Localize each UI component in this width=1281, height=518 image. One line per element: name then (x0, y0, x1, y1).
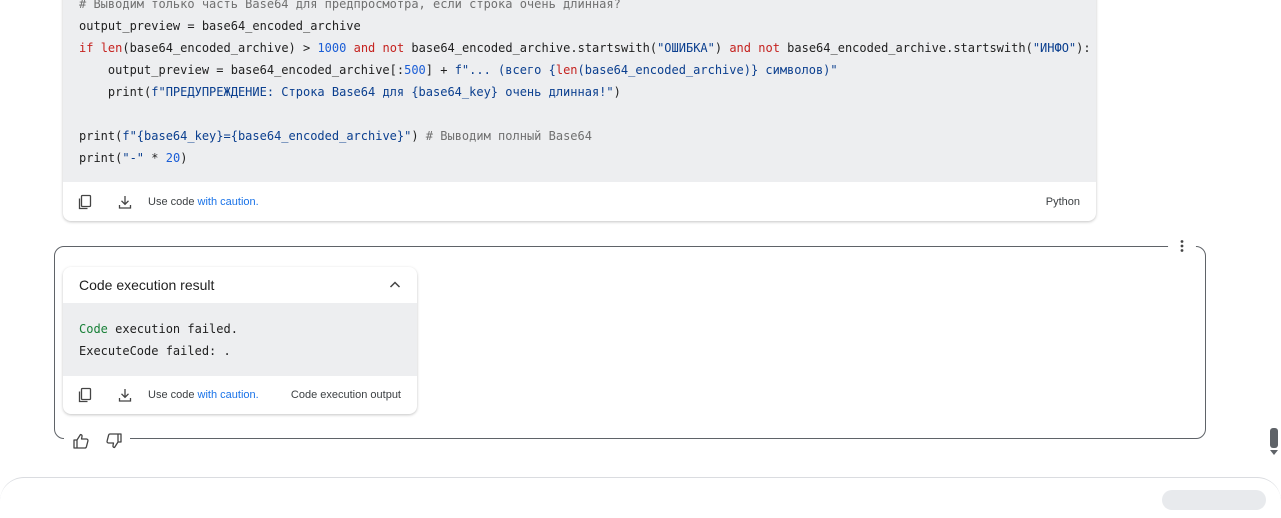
code-token: ) (613, 85, 621, 99)
code-token: and (353, 41, 376, 55)
code-token: 500 (404, 63, 426, 77)
code-token: (base64_encoded_archive)} символов)" (577, 63, 838, 77)
scroll-down-arrow[interactable] (1270, 450, 1278, 455)
result-token: Code (79, 322, 108, 336)
code-line: if len(base64_encoded_archive) > 1000 an… (79, 37, 1091, 59)
code-token: and (729, 41, 752, 55)
code-line: output_preview = base64_encoded_archive[… (79, 59, 838, 81)
code-token: f"ПРЕДУПРЕЖДЕНИЕ: Строка Base64 для {bas… (151, 85, 614, 99)
copy-icon[interactable] (74, 191, 96, 213)
code-token: "-" (122, 151, 145, 165)
code-token: output_preview = base64_encoded_archive[… (79, 63, 405, 77)
code-token: f"{base64_key}={base64_encoded_archive}" (122, 129, 412, 143)
result-token: execution failed. (107, 322, 238, 336)
use-code-text: Use code with caution. (148, 196, 259, 208)
chevron-up-icon[interactable] (385, 275, 405, 295)
result-footer: Use code with caution. Code execution ou… (63, 376, 417, 414)
code-token: ): (1076, 41, 1091, 55)
code-token: base64_encoded_archive.startswith( (404, 41, 658, 55)
more-vertical-icon[interactable] (1168, 232, 1196, 260)
code-token: print( (79, 85, 152, 99)
code-token: len (555, 63, 578, 77)
code-token: f"... (всего { (454, 63, 556, 77)
use-code-text: Use code with caution. (148, 389, 259, 401)
response-frame (54, 246, 1206, 439)
code-token (375, 41, 382, 55)
code-token: if (79, 41, 101, 55)
with-caution-link[interactable]: with caution. (197, 195, 259, 208)
result-line: Code execution failed. (79, 318, 238, 340)
code-token: output_preview = base64_encoded_archive (79, 19, 361, 33)
code-execution-result: Code execution result Code execution fai… (63, 267, 417, 414)
code-token: ) (714, 41, 730, 55)
code-token: ) (180, 151, 188, 165)
code-token: (base64_encoded_archive) > (122, 41, 318, 55)
with-caution-link[interactable]: with caution. (197, 389, 259, 401)
code-block: # Выводим только часть Base64 для предпр… (63, 0, 1096, 221)
code-token: "ИНФО" (1032, 41, 1077, 55)
result-title: Code execution result (79, 277, 215, 293)
result-header[interactable]: Code execution result (63, 267, 417, 303)
download-icon[interactable] (114, 384, 136, 406)
code-line: print(f"ПРЕДУПРЕЖДЕНИЕ: Строка Base64 дл… (79, 81, 621, 103)
code-line: output_preview = base64_encoded_archive (79, 15, 361, 37)
code-line: print(f"{base64_key}={base64_encoded_arc… (79, 125, 592, 147)
code-token: 20 (165, 151, 181, 165)
copy-icon[interactable] (74, 384, 96, 406)
output-label: Code execution output (290, 389, 401, 401)
code-area: # Выводим только часть Base64 для предпр… (63, 0, 1096, 182)
code-token: not (758, 41, 780, 55)
result-token: ExecuteCode failed: . (79, 344, 231, 358)
code-token: base64_encoded_archive.startswith( (779, 41, 1033, 55)
download-icon[interactable] (114, 191, 136, 213)
code-token: # Выводим только часть Base64 для предпр… (79, 0, 621, 11)
use-code-label: Use code (148, 389, 198, 401)
result-output: Code execution failed. ExecuteCode failed… (63, 303, 417, 376)
use-code-label: Use code (148, 195, 198, 208)
code-token: print( (79, 129, 123, 143)
code-token: # Выводим полный Base64 (425, 129, 592, 143)
code-line: # Выводим только часть Base64 для предпр… (79, 0, 621, 15)
code-token: ) (411, 129, 426, 143)
code-token: * (144, 151, 166, 165)
code-block-footer: Use code with caution. Python (63, 182, 1096, 221)
code-token: print( (79, 151, 123, 165)
code-line: print("-" * 20) (79, 147, 187, 169)
code-token: 1000 (317, 41, 347, 55)
code-token (346, 41, 353, 55)
input-action-pill[interactable] (1162, 490, 1266, 510)
language-label: Python (1045, 195, 1080, 208)
code-token: len (100, 41, 123, 55)
thumb-up-icon[interactable] (72, 432, 90, 455)
code-token: ] + (425, 63, 455, 77)
code-token: not (382, 41, 405, 55)
thumb-down-icon[interactable] (105, 432, 123, 455)
feedback-buttons (64, 428, 130, 458)
code-token: "ОШИБКА" (657, 41, 715, 55)
scrollbar-thumb[interactable] (1270, 428, 1278, 448)
result-line: ExecuteCode failed: . (79, 340, 231, 362)
